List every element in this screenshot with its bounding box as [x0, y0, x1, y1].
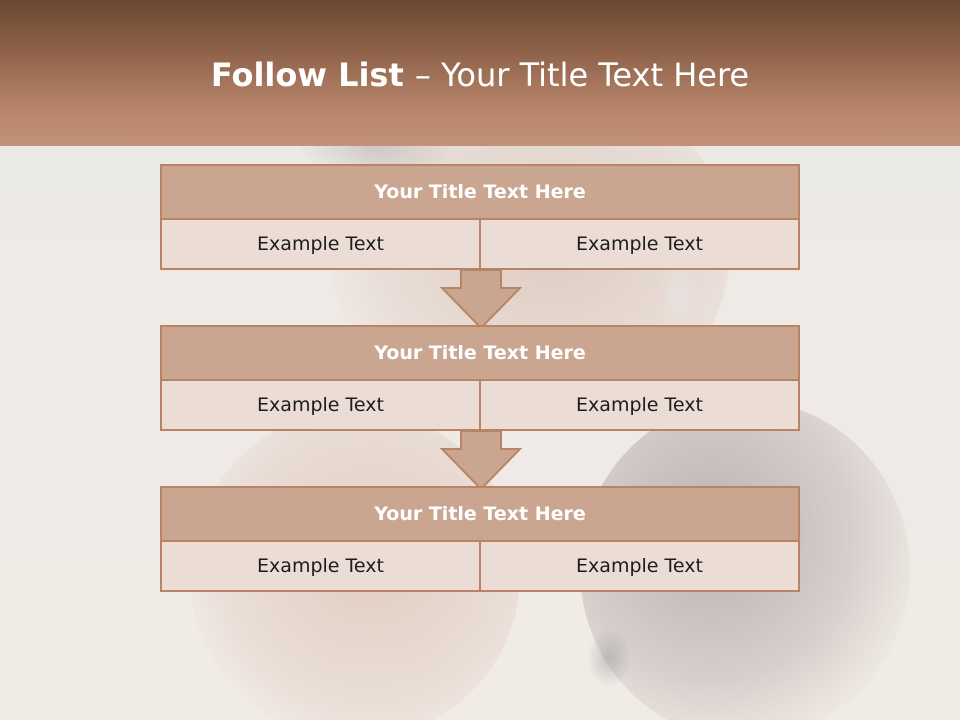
header-band	[0, 0, 960, 146]
card-title: Your Title Text Here	[160, 164, 800, 220]
card-row: Example Text Example Text	[160, 220, 800, 270]
follow-card: Your Title Text Here Example Text Exampl…	[160, 325, 800, 431]
card-title: Your Title Text Here	[160, 325, 800, 381]
card-cell-right: Example Text	[481, 542, 800, 592]
follow-card: Your Title Text Here Example Text Exampl…	[160, 486, 800, 592]
photo-pendant-shape	[588, 630, 630, 686]
slide-title: Follow List – Your Title Text Here	[0, 52, 960, 98]
card-row: Example Text Example Text	[160, 381, 800, 431]
card-cell-right: Example Text	[481, 220, 800, 270]
card-cell-left: Example Text	[160, 381, 481, 431]
slide-title-bold: Follow List	[210, 56, 415, 94]
card-title: Your Title Text Here	[160, 486, 800, 542]
card-row: Example Text Example Text	[160, 542, 800, 592]
photo-earring-shape	[660, 260, 696, 330]
slide-title-rest: – Your Title Text Here	[414, 56, 750, 94]
card-cell-left: Example Text	[160, 220, 481, 270]
card-cell-left: Example Text	[160, 542, 481, 592]
down-arrow-icon	[440, 431, 522, 491]
down-arrow-icon	[440, 270, 522, 330]
card-cell-right: Example Text	[481, 381, 800, 431]
follow-card: Your Title Text Here Example Text Exampl…	[160, 164, 800, 270]
